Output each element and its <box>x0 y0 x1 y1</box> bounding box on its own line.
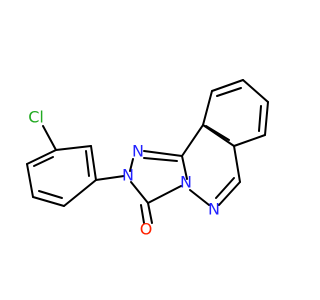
bond-cl-c1 <box>42 125 57 151</box>
bond-c6a-c10a <box>202 124 235 147</box>
bond-c2-c3 <box>26 163 34 198</box>
nitrogen-label: N <box>180 173 192 192</box>
bond-c10a-c9b <box>181 124 204 157</box>
bond-c8-c9 <box>242 79 269 103</box>
bond-n1-c9b-double <box>143 157 178 162</box>
bond-n1-c9b <box>143 150 183 157</box>
bond-n5-c6-double <box>215 177 235 199</box>
bond-c1-c2-inner <box>33 156 54 167</box>
bond-n2-n1 <box>129 158 134 172</box>
bond-c5-c6 <box>90 145 97 181</box>
bond-c5-c6-inner <box>85 150 90 177</box>
bond-c1-c2 <box>26 149 57 165</box>
bond-c3-o-double <box>140 204 145 224</box>
chlorophenyl-ring <box>26 125 97 207</box>
bond-c3-c4-inner <box>38 190 63 199</box>
bond-c3-o <box>147 202 153 224</box>
bond-n4-n5 <box>189 189 210 206</box>
bond-c3-c4 <box>32 196 65 207</box>
bond-c9b-n4 <box>181 155 188 180</box>
nitrogen-label: N <box>122 166 134 185</box>
bond-n5-c6 <box>218 181 241 206</box>
bond-c6a-c7 <box>233 134 266 147</box>
bond-c9-c10 <box>211 79 244 92</box>
bond-c6a-c10a-inner <box>205 125 230 141</box>
bond-c4-c5 <box>63 179 97 207</box>
bond-c3-n2 <box>130 181 149 204</box>
phthalazine-ring <box>181 79 269 206</box>
chemical-structure-diagram: Cl N N N N O <box>26 79 269 239</box>
bond-c1-c6 <box>55 145 92 151</box>
atom-labels: Cl N N N N O <box>28 108 220 239</box>
nitrogen-label: N <box>132 142 144 161</box>
bond-c10-c10a <box>202 90 213 126</box>
bond-c7-c8-inner <box>258 105 262 132</box>
triazolone-ring <box>95 150 188 224</box>
chlorine-label: Cl <box>28 108 44 127</box>
bond-phenyl-n2 <box>95 175 125 181</box>
nitrogen-label: N <box>208 200 220 219</box>
oxygen-label: O <box>140 220 153 239</box>
bond-c7-c8 <box>264 101 269 136</box>
bond-n4-c3 <box>147 185 182 204</box>
bond-c9-c10-inner <box>216 87 242 97</box>
bond-c6-c6a <box>233 145 241 183</box>
